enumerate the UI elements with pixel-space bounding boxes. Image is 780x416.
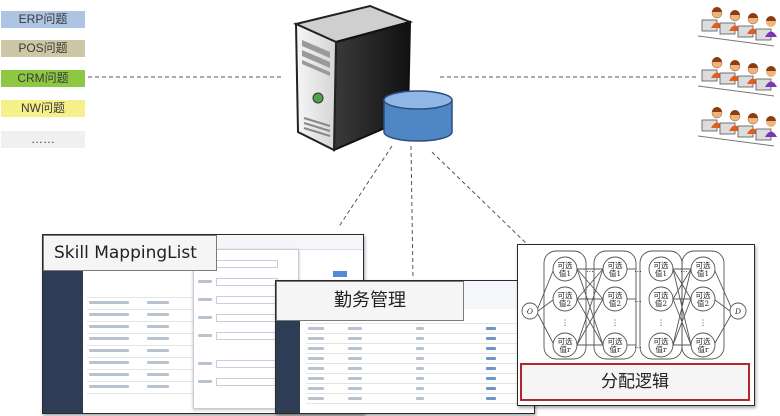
svg-text:…: …	[634, 265, 642, 274]
category-more: ……	[1, 131, 85, 148]
agents-icon	[698, 6, 780, 156]
svg-text:可选: 可选	[558, 336, 573, 346]
svg-text:…: …	[634, 295, 642, 304]
svg-text:可选: 可选	[558, 290, 573, 300]
source-node: O	[527, 307, 533, 316]
server-icon	[292, 4, 453, 152]
category-nw: NW问题	[1, 100, 85, 117]
svg-text:⋮: ⋮	[561, 318, 569, 327]
mini-table-lines	[306, 321, 528, 411]
svg-text:可选: 可选	[654, 260, 669, 270]
svg-text:…: …	[680, 265, 688, 274]
connector-to-skill-mapping	[337, 145, 393, 229]
svg-text:值1: 值1	[559, 268, 571, 278]
svg-text:…: …	[586, 265, 594, 274]
svg-text:值1: 值1	[609, 268, 621, 278]
svg-text:值2: 值2	[697, 298, 709, 308]
skill-mapping-label: Skill MappingList	[43, 235, 217, 271]
category-crm: CRM问题	[1, 70, 85, 87]
attendance-panel: 勤务管理	[275, 280, 535, 414]
allocation-panel: O D 可选值1 可选值2 可选值r 可选值1 可选值2 可选值r 可选值1 可…	[517, 244, 755, 406]
database-icon	[383, 90, 453, 142]
connector-to-allocation	[431, 151, 529, 246]
svg-text:值r: 值r	[559, 344, 570, 354]
svg-text:值r: 值r	[697, 344, 708, 354]
svg-text:…: …	[634, 341, 642, 350]
svg-text:可选: 可选	[558, 260, 573, 270]
svg-text:值2: 值2	[609, 298, 621, 308]
svg-text:可选: 可选	[608, 290, 623, 300]
sink-node: D	[734, 307, 741, 316]
svg-text:可选: 可选	[696, 260, 711, 270]
svg-text:可选: 可选	[608, 260, 623, 270]
svg-text:可选: 可选	[654, 290, 669, 300]
svg-text:可选: 可选	[696, 290, 711, 300]
allocation-label: 分配逻辑	[520, 363, 750, 401]
skill-mapping-panel: Skill MappingList	[42, 234, 364, 414]
svg-text:值2: 值2	[559, 298, 571, 308]
svg-text:值1: 值1	[697, 268, 709, 278]
svg-text:值r: 值r	[609, 344, 620, 354]
connector-to-attendance	[410, 145, 414, 279]
svg-text:值r: 值r	[655, 344, 666, 354]
mini-action-button	[333, 271, 347, 277]
svg-text:⋮: ⋮	[611, 318, 619, 327]
category-pos: POS问题	[1, 40, 85, 57]
svg-text:值2: 值2	[655, 298, 667, 308]
svg-text:⋮: ⋮	[657, 318, 665, 327]
svg-text:可选: 可选	[654, 336, 669, 346]
attendance-label: 勤务管理	[276, 281, 464, 321]
svg-text:可选: 可选	[696, 336, 711, 346]
category-erp: ERP问题	[1, 11, 85, 28]
svg-text:⋮: ⋮	[699, 318, 707, 327]
svg-text:值1: 值1	[655, 268, 667, 278]
svg-text:可选: 可选	[608, 336, 623, 346]
